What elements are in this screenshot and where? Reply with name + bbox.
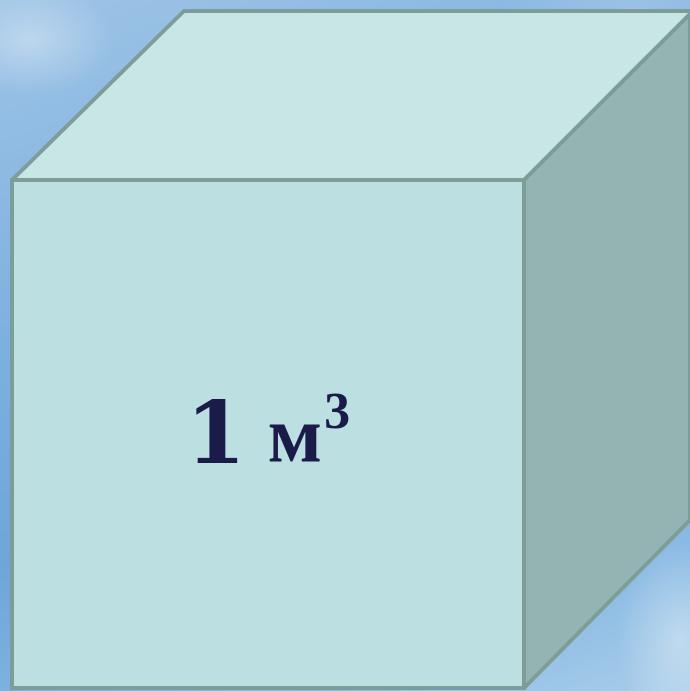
volume-unit: м — [268, 392, 323, 480]
volume-unit-group: м3 — [268, 392, 351, 476]
volume-number: 1 — [186, 391, 246, 477]
volume-label: 1 м3 — [12, 180, 524, 688]
unit-exponent: 3 — [324, 383, 350, 440]
